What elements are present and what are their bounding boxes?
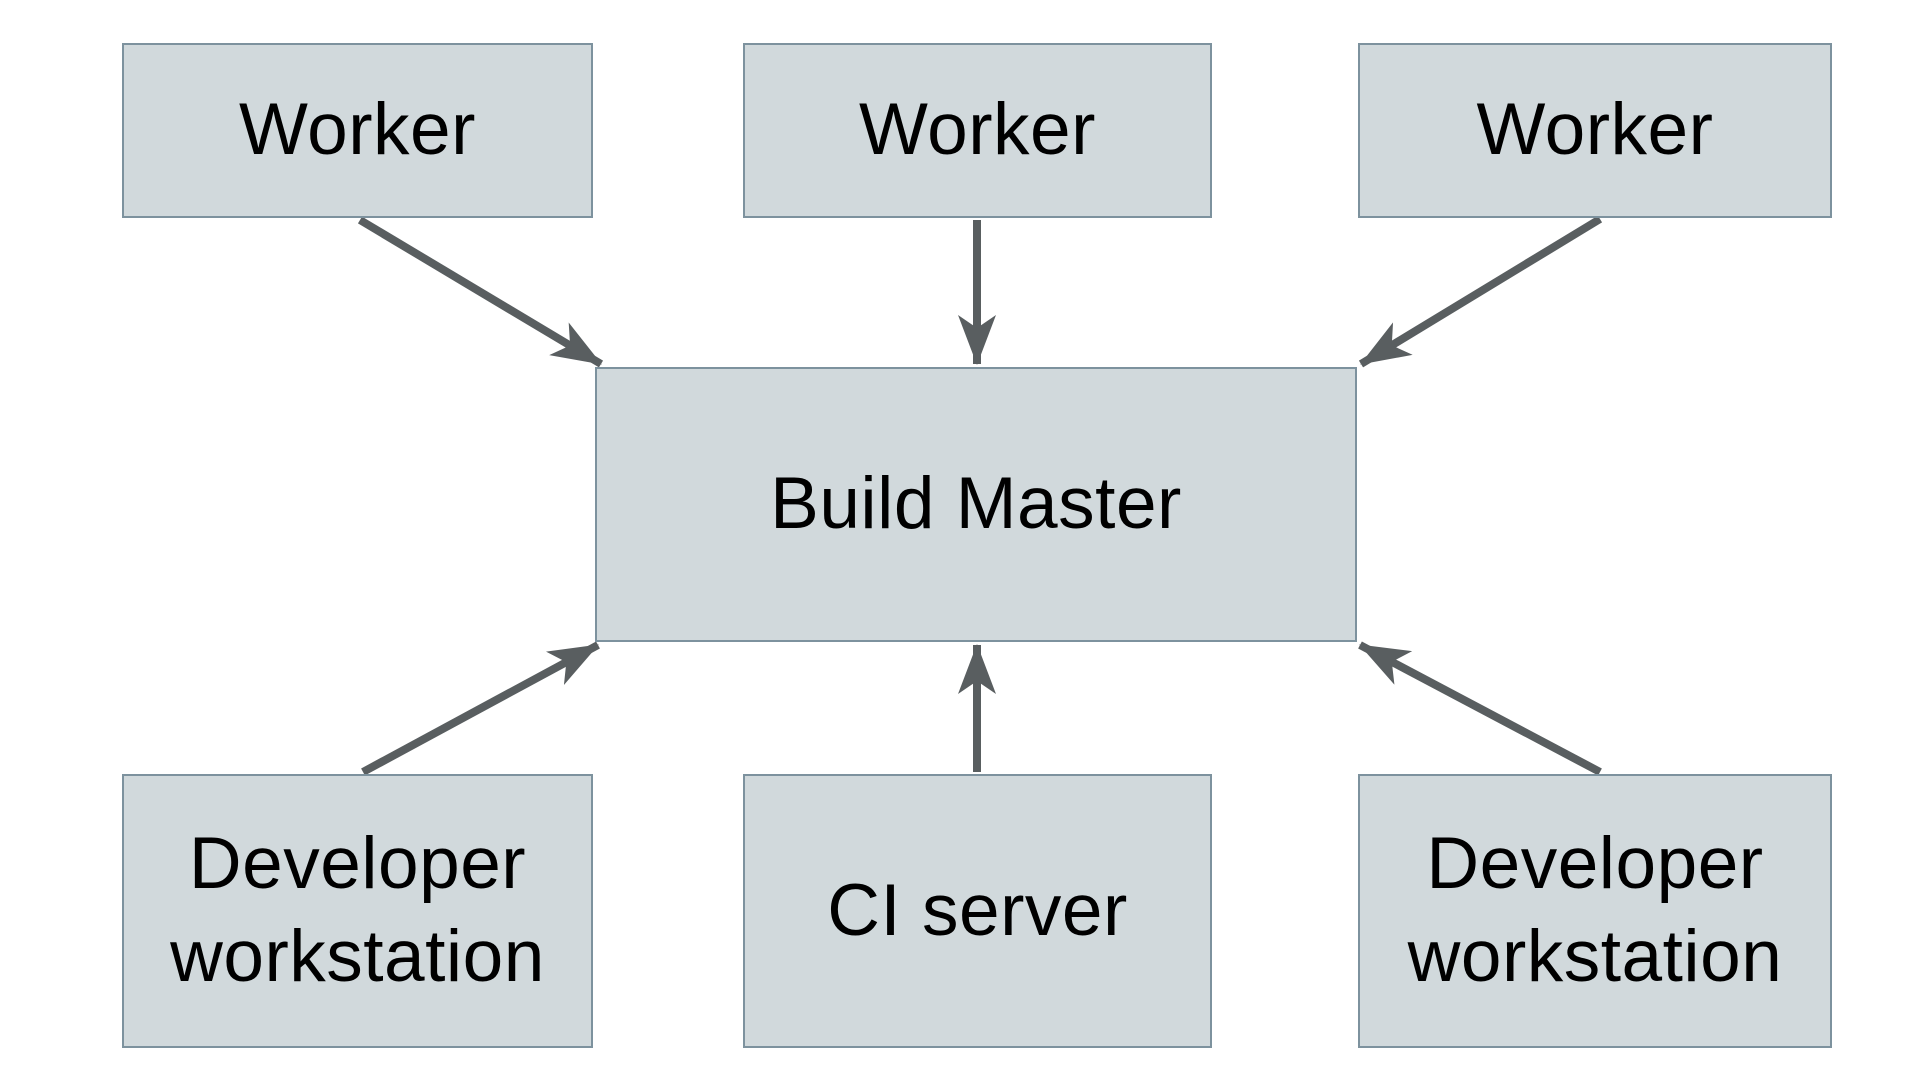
node-build-master: Build Master <box>595 367 1357 642</box>
arrow-worker3-to-buildmaster <box>1358 215 1603 368</box>
node-worker-3-label: Worker <box>1476 89 1714 171</box>
arrow-devws2-to-buildmaster <box>1358 641 1602 776</box>
arrow-devws1-to-buildmaster <box>361 641 600 776</box>
node-worker-2-label: Worker <box>859 89 1096 171</box>
node-worker-3: Worker <box>1358 43 1832 218</box>
node-worker-1: Worker <box>122 43 593 218</box>
node-worker-1-label: Worker <box>239 89 476 171</box>
node-ci-server: CI server <box>743 774 1212 1048</box>
node-build-master-label: Build Master <box>770 463 1182 545</box>
arrow-worker1-to-buildmaster <box>357 216 604 368</box>
node-developer-workstation-1: Developer workstation <box>122 774 593 1048</box>
node-ci-server-label: CI server <box>827 869 1128 951</box>
node-developer-workstation-2-label: Developer workstation <box>1407 823 1783 997</box>
node-worker-2: Worker <box>743 43 1212 218</box>
node-developer-workstation-1-label: Developer workstation <box>170 823 545 997</box>
node-developer-workstation-2: Developer workstation <box>1358 774 1832 1048</box>
